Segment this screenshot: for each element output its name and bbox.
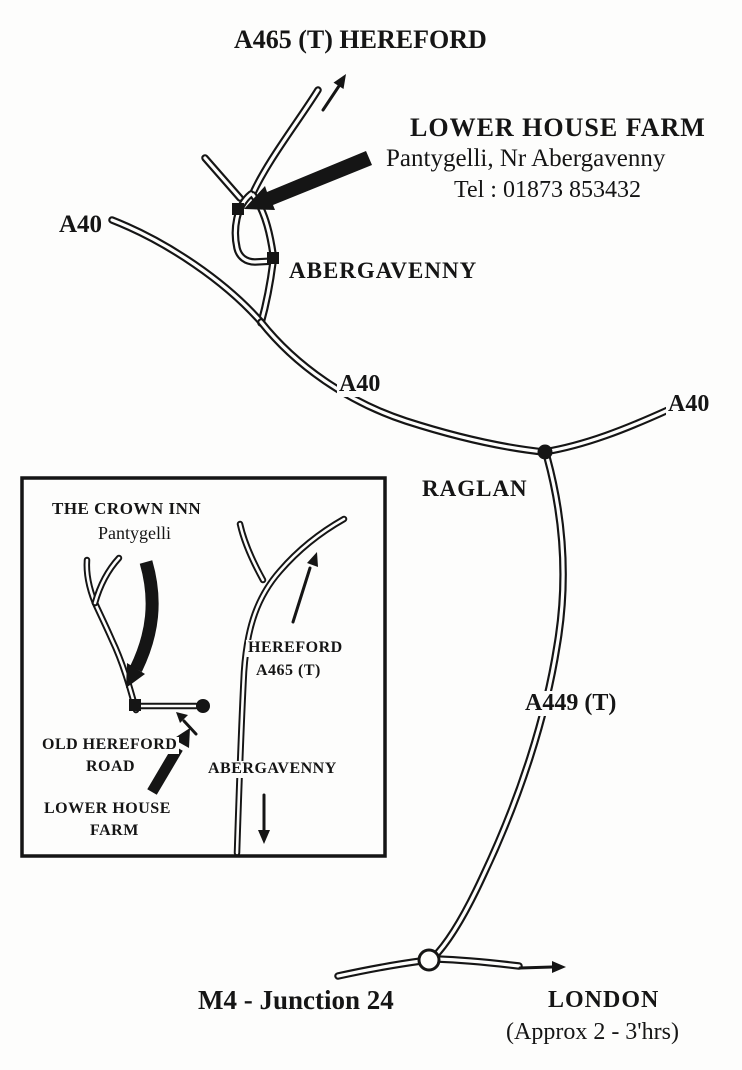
m4-junction24-marker (417, 948, 441, 972)
london-label: LONDON (546, 987, 662, 1014)
road-a40-mid (257, 318, 548, 456)
inset-hereford-direction-arrow (291, 552, 318, 624)
a40-mid-label: A40 (337, 371, 383, 398)
road-a40-west (108, 216, 265, 326)
inset-lower-house-farm-label-line1: LOWER HOUSE (42, 800, 173, 818)
farm-pointer-arrow (244, 151, 372, 210)
road-m4 (334, 955, 523, 980)
inset-old-hereford-road-label-line1: OLD HEREFORD (40, 736, 180, 754)
a449-label: A449 (T) (523, 690, 619, 717)
road-a465-to-hereford (248, 86, 322, 199)
inset-crown-inn-arrow (126, 560, 159, 688)
inset-road-a465 (233, 515, 348, 857)
raglan-label: RAGLAN (420, 476, 530, 502)
inset-abergavenny-direction-arrow (258, 793, 270, 844)
a465-hereford-label: A465 (T) HEREFORD (232, 25, 489, 54)
london-time-label: (Approx 2 - 3'hrs) (504, 1019, 681, 1046)
inset-old-hereford-road (83, 554, 140, 714)
inset-lower-house-farm-label-line2: FARM (88, 822, 141, 840)
road-a40-east (540, 406, 672, 456)
m4-junction-label: M4 - Junction 24 (196, 985, 396, 1015)
abergavenny-label: ABERGAVENNY (287, 258, 480, 284)
inset-pantygelli-label: Pantygelli (96, 523, 173, 543)
inset-junction-marker (129, 699, 141, 711)
inset-farm-marker (196, 699, 210, 713)
farm-location-label: Pantygelli, Nr Abergavenny (384, 145, 668, 173)
inset-hereford-label: HEREFORD (246, 639, 345, 657)
road-a449 (429, 453, 567, 962)
inset-lower-house-farm-arrow (147, 728, 190, 795)
a40-east-label: A40 (666, 391, 712, 418)
inset-a465-label: A465 (T) (254, 662, 323, 680)
road-abergavenny-link (257, 258, 277, 327)
inset-old-hereford-road-label-line2: ROAD (84, 758, 138, 776)
inset-abergavenny-label: ABERGAVENNY (206, 760, 339, 778)
raglan-marker (537, 444, 553, 460)
london-direction-arrow (518, 961, 566, 973)
hereford-direction-arrow (321, 74, 346, 112)
inset-road-north-fork (236, 520, 267, 584)
inset-crown-inn-label: THE CROWN INN (50, 499, 204, 518)
road-northwest-stub (201, 154, 244, 202)
road-abergavenny-loop (231, 190, 278, 266)
farm-turn-marker (232, 203, 244, 215)
farm-name-label: LOWER HOUSE FARM (408, 113, 708, 142)
inset-lane-arrow (176, 712, 198, 736)
inset-frame (20, 476, 387, 858)
a40-west-label: A40 (57, 211, 105, 239)
abergavenny-marker (267, 252, 279, 264)
farm-tel-label: Tel : 01873 853432 (452, 177, 643, 204)
